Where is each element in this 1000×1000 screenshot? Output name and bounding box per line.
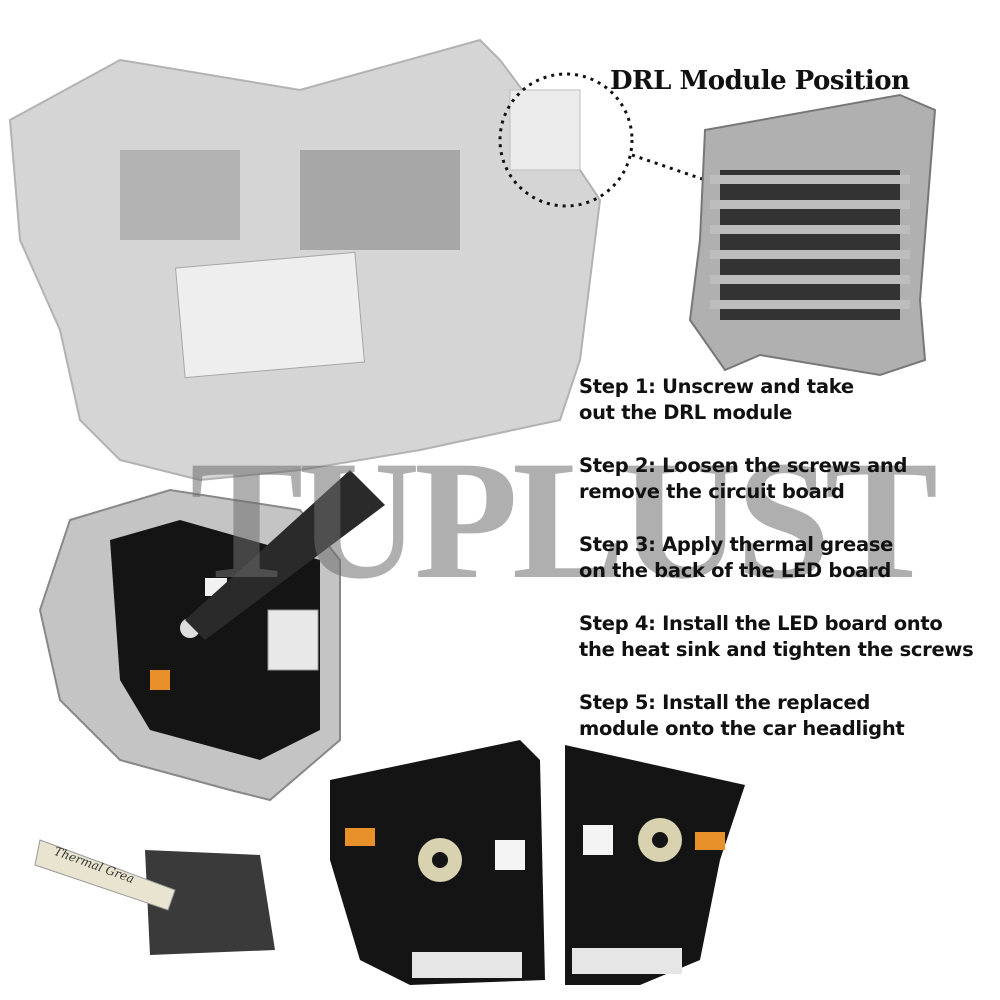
step-text: remove the circuit board	[579, 480, 845, 503]
drl-position-marker	[498, 72, 634, 208]
step-text: Step 4: Install the LED board onto	[579, 612, 943, 635]
step-text: the heat sink and tighten the screws	[579, 638, 974, 661]
drl-position-title: DRL Module Position	[610, 66, 910, 96]
step-text: on the back of the LED board	[579, 559, 892, 582]
step-text: out the DRL module	[579, 401, 793, 424]
step-2: Step 2: Loosen the screws and remove the …	[579, 453, 999, 505]
brand-watermark: TUPLUST	[190, 426, 938, 614]
step-4: Step 4: Install the LED board onto the he…	[579, 611, 999, 663]
led-board-left-image	[330, 740, 545, 985]
step-5: Step 5: Install the replaced module onto …	[579, 690, 999, 742]
step-text: module onto the car headlight	[579, 717, 905, 740]
drl-heatsink-image	[688, 93, 937, 377]
headlight-housing-image	[8, 38, 602, 482]
step-3: Step 3: Apply thermal grease on the back …	[579, 532, 999, 584]
step-text: Step 3: Apply thermal grease	[579, 533, 894, 556]
step-1: Step 1: Unscrew and take out the DRL modu…	[579, 374, 999, 426]
step-text: Step 2: Loosen the screws and	[579, 454, 908, 477]
instruction-steps: Step 1: Unscrew and take out the DRL modu…	[579, 374, 999, 769]
module-disassembly-image	[38, 470, 385, 802]
step-text: Step 5: Install the replaced	[579, 691, 871, 714]
thermal-grease-image	[34, 839, 275, 955]
led-board-right-image	[565, 745, 745, 985]
step-text: Step 1: Unscrew and take	[579, 375, 854, 398]
